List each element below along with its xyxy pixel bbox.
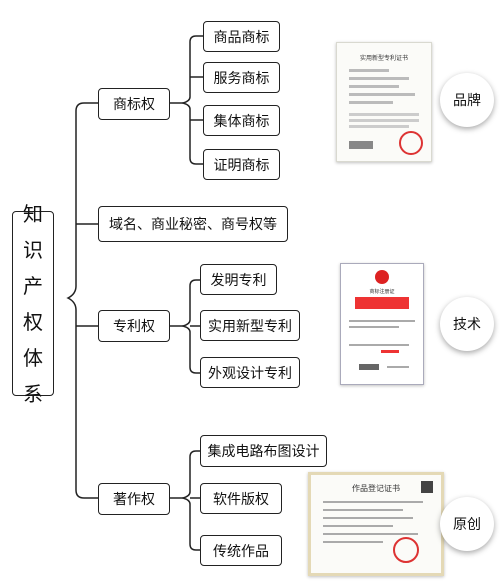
- patent-node: 专利权: [98, 310, 170, 342]
- patent-item: 外观设计专利: [200, 357, 300, 388]
- red-seal: [393, 537, 419, 563]
- trademark-item: 证明商标: [203, 149, 280, 180]
- root-char: 权: [23, 309, 43, 334]
- root-char: 识: [23, 237, 43, 262]
- main-brace: [66, 102, 98, 499]
- trademark-certificate: 商标注册证: [340, 263, 424, 385]
- copyright-item: 集成电路布图设计: [200, 435, 327, 467]
- certificate-title: 作品登记证书: [352, 484, 400, 493]
- root-char: 知: [23, 201, 43, 226]
- copyright-item: 软件版权: [200, 483, 282, 514]
- tag-tech: 技术: [440, 297, 494, 351]
- utility-patent-certificate: 实用新型专利证书: [336, 42, 432, 162]
- trademark-item: 服务商标: [203, 62, 280, 93]
- patent-item: 实用新型专利: [200, 310, 300, 341]
- tag-brand: 品牌: [440, 73, 494, 127]
- red-emblem-block: [355, 297, 409, 309]
- copyright-item: 传统作品: [200, 535, 282, 566]
- root-char: 体: [23, 345, 43, 370]
- qr-code-icon: [421, 481, 433, 493]
- tag-original: 原创: [440, 497, 494, 551]
- copyright-node: 著作权: [98, 483, 170, 515]
- national-emblem-icon: [375, 270, 389, 284]
- certificate-title: 商标注册证: [369, 289, 395, 295]
- other-rights-node: 域名、商业秘密、商号权等: [98, 206, 288, 242]
- certificate-title: 实用新型专利证书: [359, 55, 408, 62]
- copyright-brace: [180, 450, 200, 551]
- root-char: 系: [23, 381, 43, 406]
- patent-item: 发明专利: [200, 264, 277, 295]
- red-seal: [399, 131, 423, 155]
- copyright-certificate: 作品登记证书: [308, 472, 444, 576]
- trademark-item: 商品商标: [203, 21, 280, 52]
- trademark-brace: [180, 35, 203, 165]
- trademark-node: 商标权: [98, 88, 170, 120]
- root-node: 知 识 产 权 体 系: [12, 202, 54, 406]
- trademark-item: 集体商标: [203, 105, 280, 136]
- root-char: 产: [23, 273, 43, 298]
